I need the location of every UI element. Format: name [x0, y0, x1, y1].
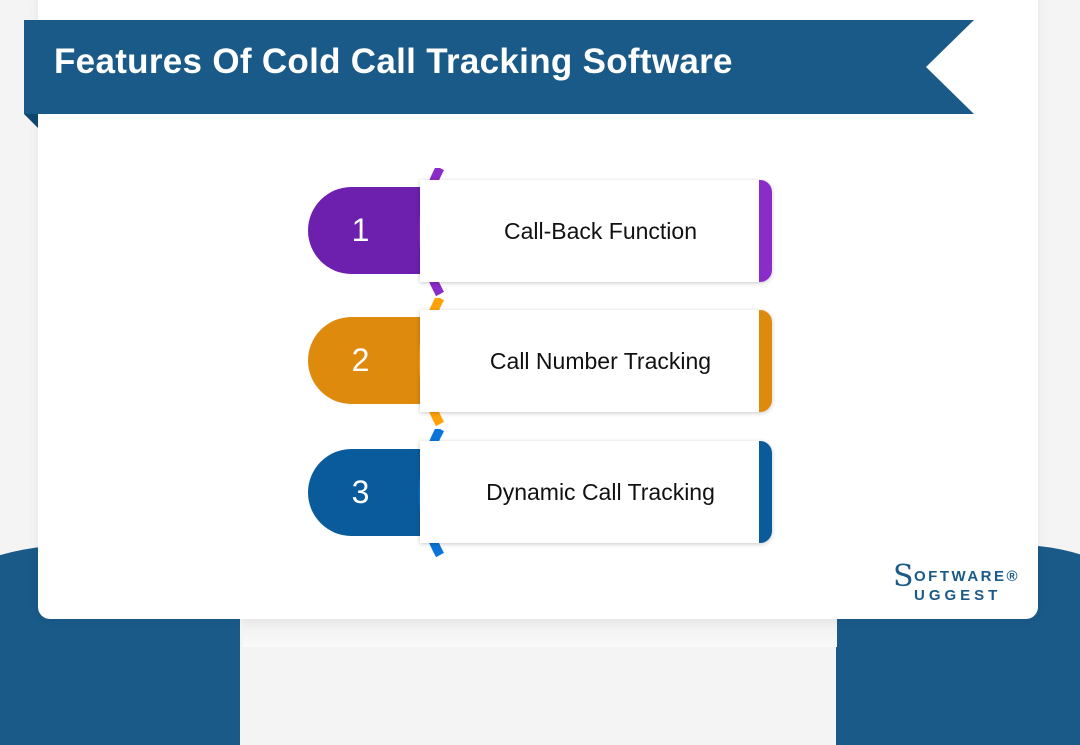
number-badge: 2: [308, 317, 433, 404]
feature-card: Dynamic Call Tracking: [420, 441, 772, 543]
ribbon-shape: [24, 20, 974, 128]
number-badge: 3: [308, 449, 433, 536]
feature-card: Call-Back Function: [420, 180, 772, 282]
softwaresuggest-logo: S OFTWARE® S UGGEST: [893, 559, 1033, 610]
accent-stripe: [759, 310, 772, 412]
feature-label: Call Number Tracking: [489, 348, 712, 374]
background-strip: [243, 619, 837, 647]
feature-row-3: 3 Dynamic Call Tracking: [308, 429, 778, 557]
title-banner: Features Of Cold Call Tracking Software: [24, 20, 974, 128]
feature-label: Dynamic Call Tracking: [486, 479, 715, 505]
feature-label: Call-Back Function: [503, 218, 698, 244]
feature-row-1: 1 Call-Back Function: [308, 168, 778, 296]
logo-initial-1: S: [893, 559, 914, 594]
feature-number: 1: [351, 212, 370, 248]
page-title: Features Of Cold Call Tracking Software: [54, 42, 733, 81]
feature-number: 2: [351, 342, 370, 378]
logo-text-2: UGGEST: [914, 587, 1002, 604]
accent-stripe: [759, 180, 772, 282]
logo-text-1: OFTWARE®: [914, 568, 1021, 585]
feature-card: Call Number Tracking: [420, 310, 772, 412]
number-badge: 1: [308, 187, 433, 274]
feature-row-2: 2 Call Number Tracking: [308, 298, 778, 426]
feature-number: 3: [351, 474, 370, 510]
accent-stripe: [759, 441, 772, 543]
